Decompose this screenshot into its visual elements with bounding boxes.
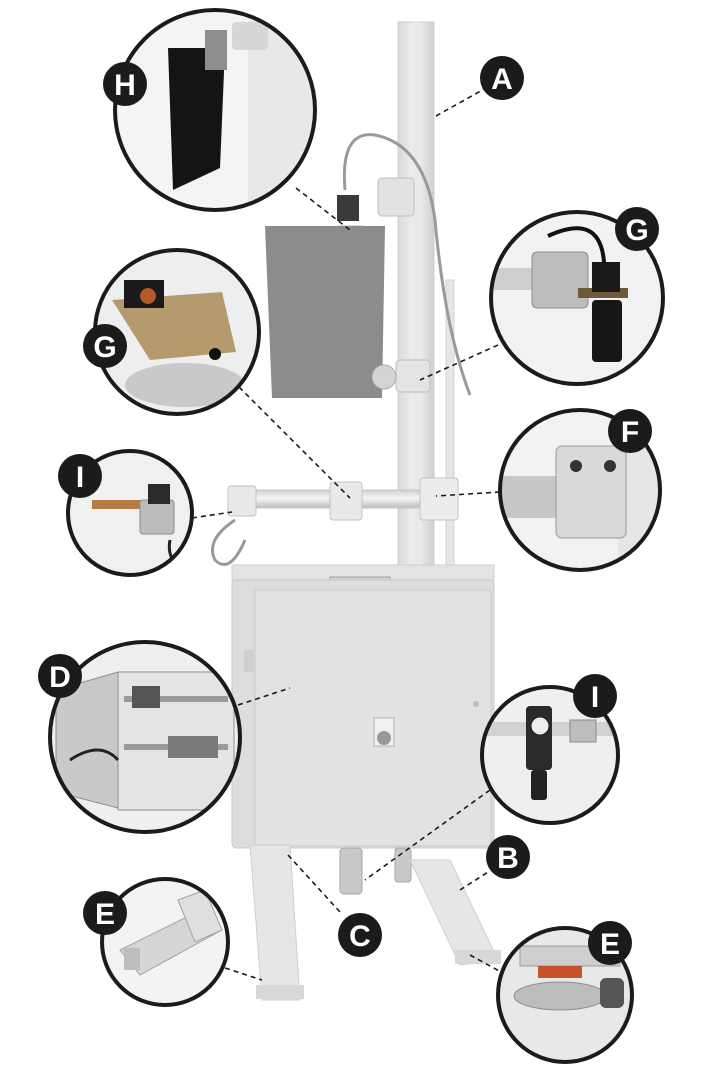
cabinet-lock <box>473 701 479 707</box>
badge-A-label: A <box>491 63 513 96</box>
badge-E-left: E <box>83 891 127 935</box>
camera-body <box>592 262 620 292</box>
badge-F-label: F <box>621 416 639 449</box>
left-leg <box>249 844 301 1001</box>
leveling-nut <box>538 966 582 978</box>
cabinet-knob <box>377 731 391 745</box>
clamp-bolt-2 <box>604 460 616 472</box>
arm-clamp-center <box>329 481 363 521</box>
detail-circle-E-left <box>100 877 230 1007</box>
mounting-plate <box>112 292 236 360</box>
door-cable <box>69 748 120 762</box>
terminal-block <box>168 736 218 758</box>
leader-G-left <box>219 367 351 499</box>
end-cap <box>124 948 140 970</box>
badge-H: H <box>103 62 147 106</box>
din-rail-top <box>124 696 228 702</box>
leader-I-left <box>191 511 233 519</box>
pressure-gauge <box>530 716 550 736</box>
leader-lines <box>191 87 513 981</box>
column-camera-block <box>395 359 431 393</box>
arm-clamp-column <box>419 477 459 521</box>
badge-E-right-label: E <box>600 928 620 961</box>
column-camera-lens <box>371 364 397 390</box>
solenoid-coil <box>148 484 170 504</box>
clamp-block <box>531 251 589 309</box>
badge-I-left: I <box>58 454 102 498</box>
badge-E-right: E <box>588 921 632 965</box>
badge-I-right-label: I <box>591 681 599 714</box>
machine <box>211 21 501 1001</box>
arm-end-clamp <box>227 485 257 517</box>
leader-B <box>459 871 489 891</box>
badge-D: D <box>38 654 82 698</box>
leader-I-right <box>364 789 491 881</box>
badge-G-left: G <box>83 324 127 368</box>
badge-D-label: D <box>49 661 71 694</box>
valve-hose <box>211 518 247 566</box>
caster-wheel <box>600 978 624 1008</box>
camera-cable-detail <box>547 226 606 263</box>
sensor-lens <box>140 288 156 304</box>
left-foot <box>256 985 304 999</box>
leader-H <box>295 187 351 231</box>
column-slot <box>412 22 419 582</box>
leader-F <box>435 491 501 497</box>
badge-E-left-label: E <box>95 898 115 931</box>
leveling-foot <box>513 981 607 1011</box>
badge-H-label: H <box>114 69 136 102</box>
bracket-plate <box>578 288 628 298</box>
arm-pipe <box>125 363 245 407</box>
camera-lens <box>592 300 622 362</box>
badge-G-right: G <box>615 207 659 251</box>
badge-I-right: I <box>573 674 617 718</box>
badge-B-label: B <box>497 842 519 875</box>
leader-C <box>287 854 341 913</box>
cross-clamp <box>555 445 627 539</box>
clamp-bolt-1 <box>570 460 582 472</box>
filter-regulator <box>526 706 552 770</box>
bottom-valve <box>394 847 412 883</box>
top-camera-mount <box>377 177 415 217</box>
detail-circle-H <box>113 8 317 212</box>
breakers <box>132 686 160 708</box>
badge-B: B <box>486 835 530 879</box>
copper-nozzle <box>92 500 172 509</box>
leader-E-left <box>224 967 263 981</box>
badge-G-right-label: G <box>625 214 648 247</box>
gray-target-panel <box>265 226 385 398</box>
panel-mount <box>232 22 268 50</box>
camera-cable <box>342 133 472 396</box>
right-foot <box>455 950 501 964</box>
top-camera <box>337 195 359 221</box>
solenoid-valve <box>569 719 597 743</box>
valve-body <box>139 499 175 535</box>
right-leg <box>409 859 499 966</box>
badge-I-left-label: I <box>76 461 84 494</box>
extrusion-upright <box>177 889 223 943</box>
drain-bowl <box>531 770 547 800</box>
black-target-panel <box>168 48 225 190</box>
badge-C-label: C <box>349 920 371 953</box>
mount-screw <box>209 348 221 360</box>
badge-C: C <box>338 913 382 957</box>
cabinet-hinge <box>244 650 254 672</box>
leader-D <box>237 687 291 706</box>
panel-hook <box>205 30 227 70</box>
leader-A <box>435 87 487 117</box>
badge-G-left-label: G <box>93 331 116 364</box>
badge-A: A <box>480 56 524 100</box>
cabinet-door <box>254 589 492 847</box>
badge-F: F <box>608 409 652 453</box>
bottom-regulator <box>339 847 363 895</box>
